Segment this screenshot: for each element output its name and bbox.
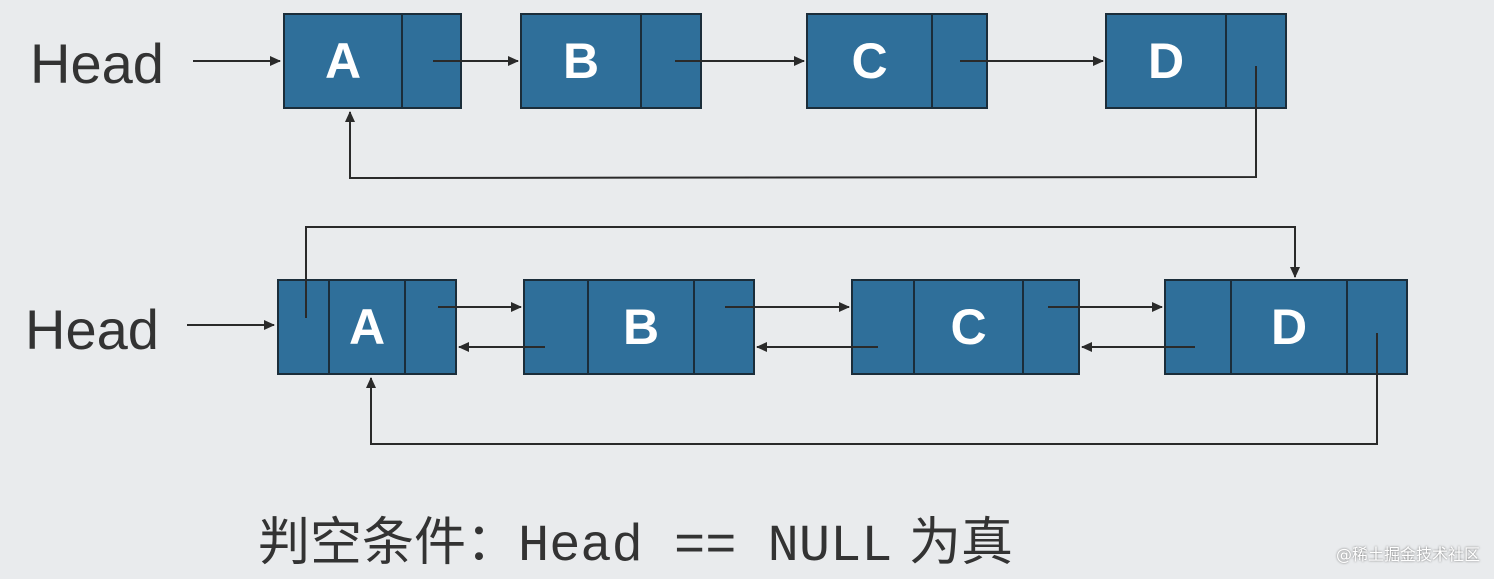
doubly-node-d-data: D [1232, 281, 1348, 373]
doubly-node-c-data: C [915, 281, 1024, 373]
caption-code: Head == NULL [518, 517, 893, 576]
doubly-node-d-prev [1166, 281, 1232, 373]
doubly-d-to-a-loop [366, 333, 1378, 445]
singly-node-b-data: B [522, 15, 642, 107]
singly-node-d-data: D [1107, 15, 1227, 107]
watermark: @稀土掘金技术社区 [1335, 545, 1480, 564]
empty-condition-caption: 判空条件：Head == NULL 为真 [258, 500, 1013, 576]
doubly-node-a-prev [279, 281, 330, 373]
singly-node-b: B [520, 13, 702, 109]
caption-suffix: 为真 [909, 513, 1014, 573]
caption-prefix: 判空条件： [258, 513, 519, 573]
singly-node-c-data: C [808, 15, 933, 107]
singly-d-to-a-loop [345, 66, 1257, 180]
doubly-node-c: C [851, 279, 1080, 375]
singly-node-a: A [283, 13, 462, 109]
singly-node-a-data: A [285, 15, 403, 107]
doubly-node-d: D [1164, 279, 1408, 375]
doubly-node-b-prev [525, 281, 589, 373]
doubly-node-b: B [523, 279, 755, 375]
doubly-node-b-data: B [589, 281, 695, 373]
doubly-head-label: Head [25, 298, 159, 361]
singly-head-label: Head [30, 32, 164, 95]
doubly-node-c-prev [853, 281, 915, 373]
doubly-a-to-d-prev-loop [305, 226, 1300, 318]
doubly-node-a-data: A [330, 281, 406, 373]
